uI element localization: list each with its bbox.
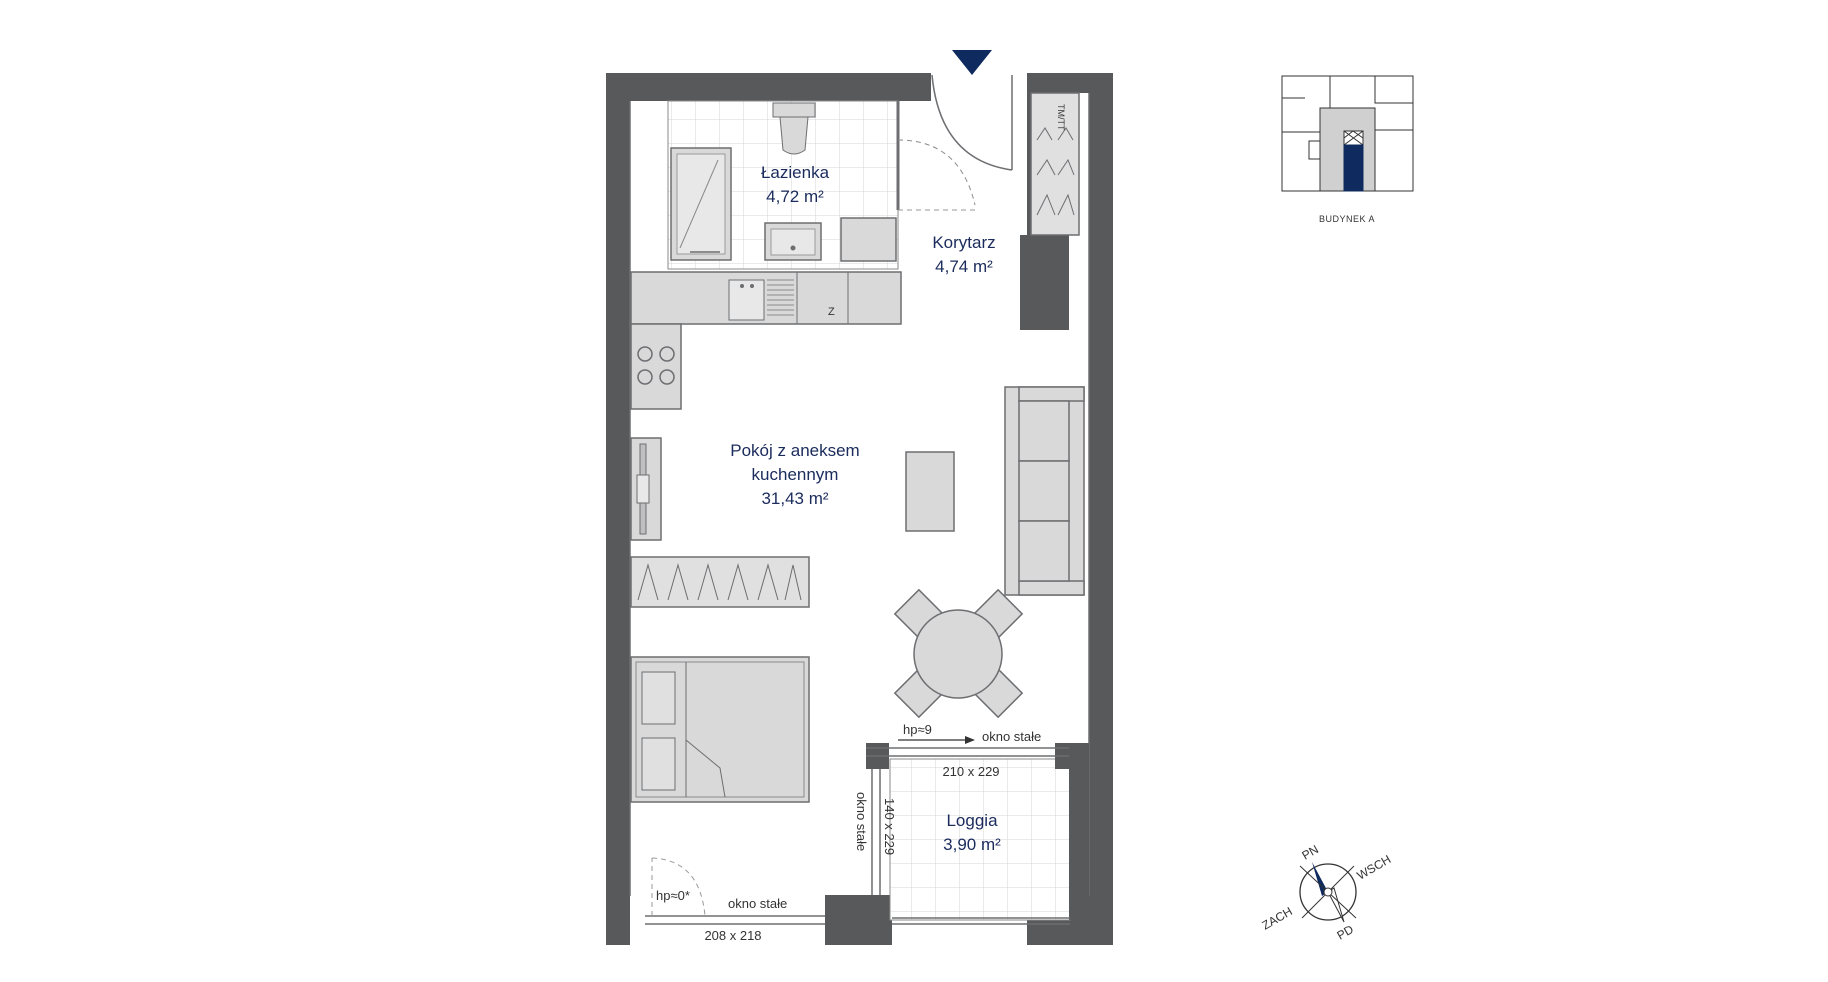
hallway-area: 4,74 m² xyxy=(935,257,993,276)
hallway-name: Korytarz xyxy=(932,233,995,252)
okno-stale-side: okno stałe xyxy=(854,792,869,851)
cooktop xyxy=(637,346,675,385)
window-arrow xyxy=(898,736,975,744)
tv-cabinet xyxy=(630,437,662,541)
sofa xyxy=(1004,386,1085,596)
living-room-area: 31,43 m² xyxy=(761,489,828,508)
tm-tt-label: TM/TT xyxy=(1056,104,1066,131)
bathroom-area: 4,72 m² xyxy=(766,187,824,206)
bathroom-door xyxy=(897,139,976,206)
compass-east: WSCH xyxy=(1355,852,1394,882)
room-wardrobe xyxy=(630,556,810,608)
living-room-name-2: kuchennym xyxy=(752,465,839,484)
toilet xyxy=(772,102,816,155)
window-side-dim: 140 x 229 xyxy=(882,798,897,855)
okno-stale-bottom: okno stałe xyxy=(728,896,787,911)
fridge-mark: Z xyxy=(828,306,835,318)
bathroom-sink xyxy=(764,222,822,261)
hallway-wardrobe xyxy=(1030,92,1080,236)
loggia-area-text: 3,90 m² xyxy=(943,835,1001,854)
window-bottom-dim: 208 x 218 xyxy=(704,928,761,943)
compass-west: ZACH xyxy=(1260,904,1295,932)
balcony-door xyxy=(651,857,706,917)
compass-south: PD xyxy=(1335,922,1357,943)
bed xyxy=(630,656,810,803)
loggia-name: Loggia xyxy=(946,811,998,830)
kitchen-counter xyxy=(630,271,902,410)
key-plan xyxy=(1281,75,1414,192)
bathroom-name: Łazienka xyxy=(761,163,830,182)
window-top-dim: 210 x 229 xyxy=(942,764,999,779)
living-room-name-1: Pokój z aneksem xyxy=(730,441,859,460)
okno-stale-top: okno stałe xyxy=(982,729,1041,744)
compass-north: PN xyxy=(1300,842,1321,862)
washing-machine xyxy=(840,217,897,262)
hp-door-label: hp≈0* xyxy=(656,888,690,903)
shower xyxy=(670,147,732,261)
bottom-window xyxy=(645,915,825,925)
dining-set xyxy=(893,588,1024,719)
coffee-table xyxy=(905,451,955,532)
kitchen-sink xyxy=(728,279,794,321)
entrance-door xyxy=(931,74,1013,171)
key-plan-label: BUDYNEK A xyxy=(1319,214,1375,224)
entrance-marker xyxy=(952,50,992,75)
loggia-area xyxy=(866,743,1089,925)
hp-window-label: hp≈9 xyxy=(903,722,932,737)
compass-icon xyxy=(1299,862,1357,923)
